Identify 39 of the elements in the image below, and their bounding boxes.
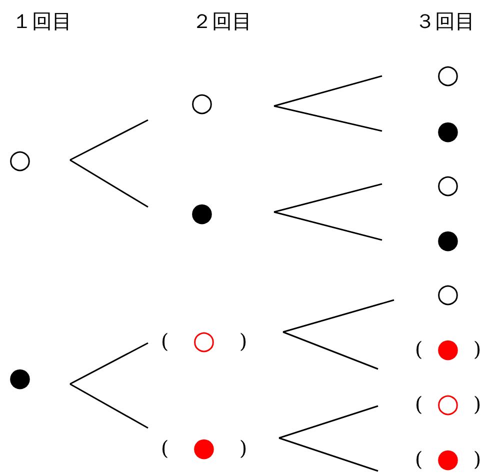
- outcome-symbol: ●: [436, 227, 460, 253]
- outcome-symbol: ●: [192, 435, 216, 461]
- outcome-symbol: ●: [436, 336, 460, 362]
- outcome-symbol: ●: [8, 365, 32, 391]
- branch-line: [274, 75, 382, 107]
- outcome-symbol: ●: [436, 118, 460, 144]
- parenthesis: (: [414, 339, 423, 359]
- outcome-symbol: ●: [190, 200, 214, 226]
- parenthesis: (: [160, 438, 169, 458]
- branch-line: [278, 437, 378, 472]
- column-heading: ２回目: [192, 8, 252, 35]
- parenthesis: ): [239, 331, 248, 351]
- parenthesis: ): [239, 438, 248, 458]
- outcome-symbol: ○: [192, 328, 216, 354]
- branch-line: [70, 119, 148, 161]
- column-heading: １回目: [12, 8, 72, 35]
- branch-line: [274, 105, 382, 132]
- outcome-symbol: ○: [190, 90, 214, 116]
- outcome-symbol: ○: [436, 391, 460, 417]
- parenthesis: (: [414, 449, 423, 469]
- parenthesis: (: [160, 331, 169, 351]
- branch-line: [282, 331, 378, 370]
- outcome-symbol: ○: [8, 147, 32, 173]
- branch-line: [70, 342, 148, 385]
- parenthesis: ): [473, 449, 482, 469]
- parenthesis: ): [473, 394, 482, 414]
- branch-line: [70, 159, 148, 208]
- branch-line: [278, 405, 378, 439]
- column-heading: ３回目: [415, 8, 475, 35]
- branch-line: [274, 183, 382, 213]
- parenthesis: ): [473, 339, 482, 359]
- outcome-symbol: ○: [436, 172, 460, 198]
- parenthesis: (: [414, 394, 423, 414]
- branch-line: [70, 383, 148, 429]
- outcome-symbol: ○: [436, 62, 460, 88]
- outcome-symbol: ○: [436, 281, 460, 307]
- outcome-symbol: ●: [436, 446, 460, 472]
- branch-line: [282, 299, 394, 333]
- branch-line: [274, 211, 382, 241]
